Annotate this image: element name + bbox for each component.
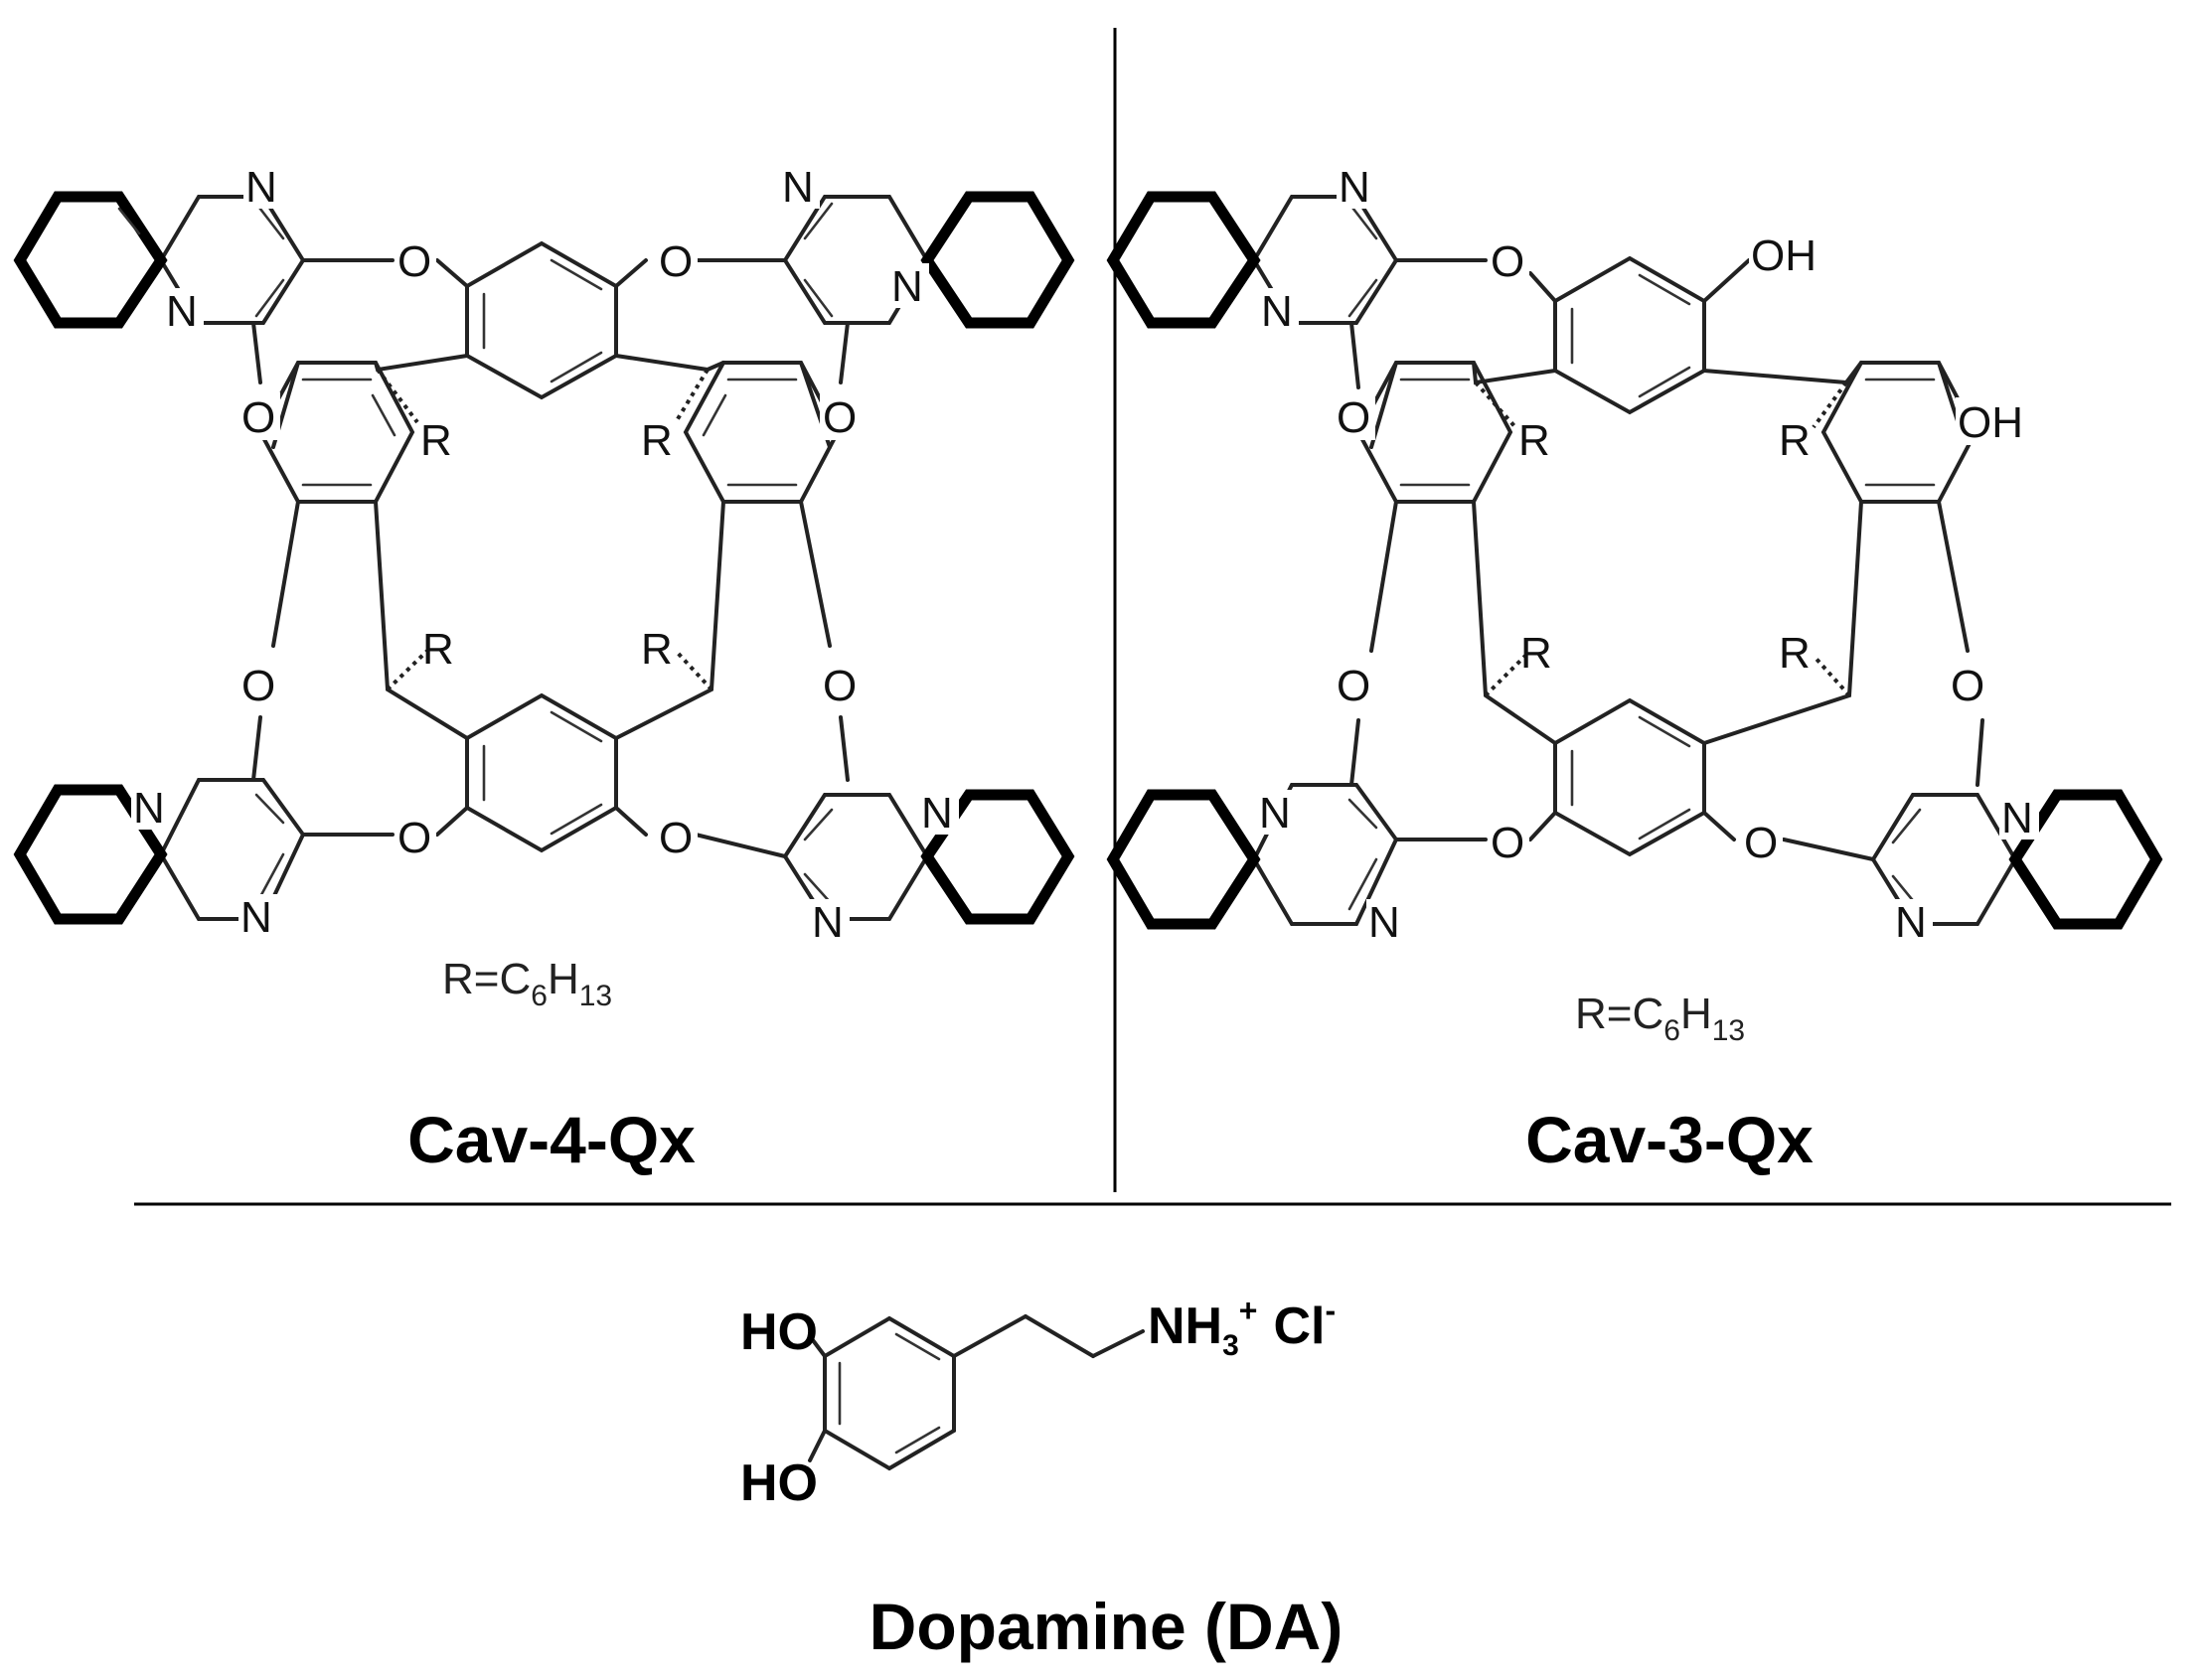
cav3-bonds — [1349, 255, 1984, 861]
cav3-caption: Cav-3-Qx — [1525, 1103, 1814, 1176]
cav4-bonds — [251, 240, 850, 858]
dopamine-structure: HO HO NH3+Cl- Dopamine (DA) — [740, 1293, 1343, 1663]
cav4-n2: N — [166, 287, 198, 336]
cav4-quinoxaline-top-left — [13, 191, 306, 329]
dopamine-bonds — [808, 1314, 1145, 1471]
cav3-oh-top: OH — [1751, 231, 1817, 280]
cav3-oh-right: OH — [1958, 398, 2023, 447]
cav3-r1: R — [1518, 416, 1550, 465]
cav4-o8: O — [659, 814, 693, 862]
cav4-n8: N — [812, 898, 844, 947]
cav4-n5: N — [133, 784, 165, 833]
cav3-r2: R — [1779, 416, 1811, 465]
cav3-n6: N — [1895, 898, 1927, 947]
cav4-o6: O — [823, 662, 857, 710]
cav4-o4: O — [823, 393, 857, 442]
cav4-n3: N — [782, 163, 814, 212]
cav4-o1: O — [397, 237, 431, 286]
cav3-o3: O — [1337, 662, 1370, 710]
cav3-r3: R — [1520, 629, 1552, 678]
cav4-r3: R — [422, 625, 454, 674]
cav3-o6: O — [1744, 819, 1778, 867]
cav4-o2: O — [659, 237, 693, 286]
dopamine-ammonium-chloride: NH3+Cl- — [1148, 1293, 1336, 1362]
cav3-quinoxaline-top-left — [1106, 191, 1399, 329]
dopamine-ho-top: HO — [740, 1303, 818, 1361]
cav4-n4: N — [891, 262, 923, 311]
cav4-quinoxaline-top-right — [782, 191, 1075, 329]
dopamine-ho-bottom: HO — [740, 1454, 818, 1512]
cav3-atom-labels: N N N N N N O O O O O O OH OH — [1257, 163, 2045, 947]
cav4-n6: N — [240, 893, 272, 942]
cav4-n1: N — [245, 163, 277, 212]
cav3-o4: O — [1951, 662, 1984, 710]
cav3-r4: R — [1779, 629, 1811, 678]
cav4-r2: R — [641, 416, 673, 465]
cav4-o3: O — [241, 393, 275, 442]
cav4-n7: N — [921, 789, 953, 838]
cav4-caption: Cav-4-Qx — [407, 1103, 696, 1176]
cav-4-qx-structure: N N N N N N N N O O O O O O — [13, 163, 1075, 1176]
cav3-n2: N — [1261, 287, 1293, 336]
cav3-o2: O — [1337, 393, 1370, 442]
cav3-n4: N — [1368, 898, 1400, 947]
cav4-r4: R — [641, 625, 673, 674]
cav4-o7: O — [397, 814, 431, 862]
cav3-o1: O — [1491, 237, 1524, 286]
cav3-n5: N — [2001, 794, 2033, 842]
dopamine-caption: Dopamine (DA) — [869, 1590, 1343, 1663]
cav3-quinoxaline-bottom-left — [1106, 783, 1399, 930]
cav-3-qx-structure: N N N N N N O O O O O O OH OH — [1106, 163, 2163, 1176]
cav4-o5: O — [241, 662, 275, 710]
cav3-r-definition: R=C6H13 — [1575, 990, 1745, 1047]
cav3-o5: O — [1491, 819, 1524, 867]
cav3-n3: N — [1259, 789, 1291, 838]
cav4-r-definition: R=C6H13 — [442, 955, 612, 1012]
cav4-atom-labels: N N N N N N N N O O O O O O — [131, 163, 959, 947]
cav4-r1: R — [420, 416, 452, 465]
cav3-n1: N — [1339, 163, 1370, 212]
